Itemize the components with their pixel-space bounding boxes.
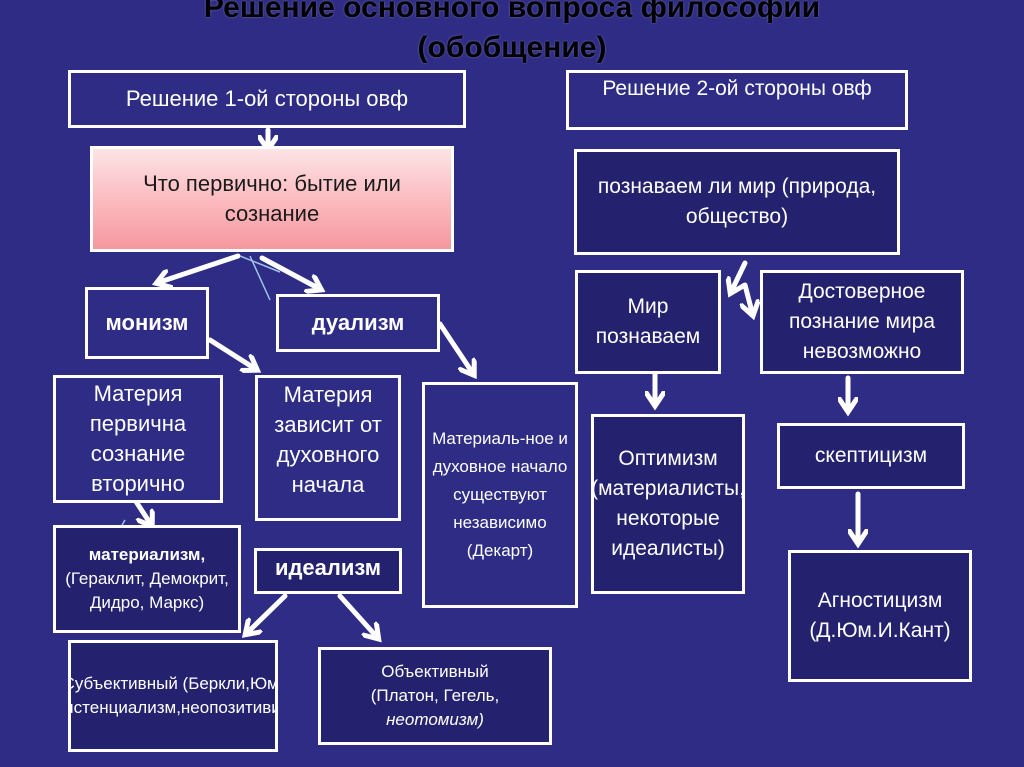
optimism-label: Оптимизм (материалисты, некоторые идеали… — [591, 447, 745, 560]
agnosticism-box: Агностицизм (Д.Юм.И.Кант) — [788, 550, 972, 682]
thin-arrow-2 — [239, 255, 281, 273]
materialism-box: материализм, (Гераклит, Демокрит, Дидро,… — [53, 525, 241, 633]
knowable-box: Мир познаваем — [575, 270, 721, 374]
side1-label: Решение 1-ой стороны овф — [125, 86, 409, 111]
objective-label-1: Объективный — [381, 662, 489, 681]
arrow-question-to-monism — [160, 253, 241, 282]
objective-label-3: неотомизм) — [386, 710, 484, 729]
impossible-box: Достоверное познание мира невозможно — [760, 270, 964, 374]
monism-box: монизм — [85, 287, 209, 359]
materialism-text: (Гераклит, Демокрит, Дидро, Маркс) — [65, 569, 229, 612]
objective-label-2: (Платон, Гегель, — [370, 686, 500, 705]
skepticism-label: скептицизм — [814, 444, 928, 467]
title-line-2: (обобщение) — [417, 31, 607, 64]
impossible-label: Достоверное познание мира невозможно — [788, 280, 936, 363]
arrow-dualism-to-descartes — [437, 321, 472, 372]
arrow-monism-to-depends — [207, 337, 254, 368]
arrow-idealism-to-subjective — [248, 593, 288, 632]
descartes-label: Материаль-ное и духовное начало существу… — [432, 429, 568, 560]
matter-depends-label: Материя зависит от духовного начала — [274, 382, 382, 497]
agnosticism-label: Агностицизм (Д.Юм.И.Кант) — [809, 589, 951, 642]
matter-depends-box: Материя зависит от духовного начала — [255, 375, 401, 521]
arrow-primary-to-materialism — [132, 497, 150, 523]
arrow-question2-to-impossible — [745, 282, 752, 312]
descartes-box: Материаль-ное и духовное начало существу… — [422, 382, 578, 608]
question1-box: Что первично: бытие или сознание — [90, 146, 454, 252]
idealism-label: идеализм — [274, 555, 382, 580]
skepticism-box: скептицизм — [777, 423, 965, 489]
idealism-box: идеализм — [254, 548, 402, 594]
question2-label: познаваем ли мир (природа, общество) — [597, 175, 877, 228]
arrow-idealism-to-objective — [337, 593, 376, 636]
arrow-question-to-dualism — [259, 255, 318, 288]
dualism-label: дуализм — [311, 310, 405, 335]
materialism-title: материализм, — [88, 545, 206, 564]
side2-box: Решение 2-ой стороны овф — [566, 70, 908, 130]
objective-box: Объективный (Платон, Гегель, неотомизм) — [318, 647, 552, 745]
thin-arrow-1 — [249, 255, 271, 301]
subjective-box: Субъективный (Беркли,Юм, экзистенциализм… — [68, 640, 278, 752]
question2-box: познаваем ли мир (природа, общество) — [574, 149, 900, 255]
matter-primary-label: Материя первична сознание вторично — [89, 381, 187, 496]
side2-label: Решение 2-ой стороны овф — [602, 77, 872, 100]
arrow-question2-to-knowable — [732, 260, 748, 290]
optimism-box: Оптимизм (материалисты, некоторые идеали… — [591, 414, 745, 594]
subjective-label: Субъективный (Беркли,Юм, экзистенциализм… — [68, 674, 278, 717]
monism-label: монизм — [105, 310, 189, 335]
dualism-box: дуализм — [276, 294, 440, 352]
title-line-1: Решение основного вопроса философии — [203, 0, 821, 24]
side1-box: Решение 1-ой стороны овф — [68, 70, 466, 128]
question1-label: Что первично: бытие или сознание — [143, 171, 401, 226]
knowable-label: Мир познаваем — [595, 295, 701, 348]
matter-primary-box: Материя первична сознание вторично — [53, 375, 223, 503]
